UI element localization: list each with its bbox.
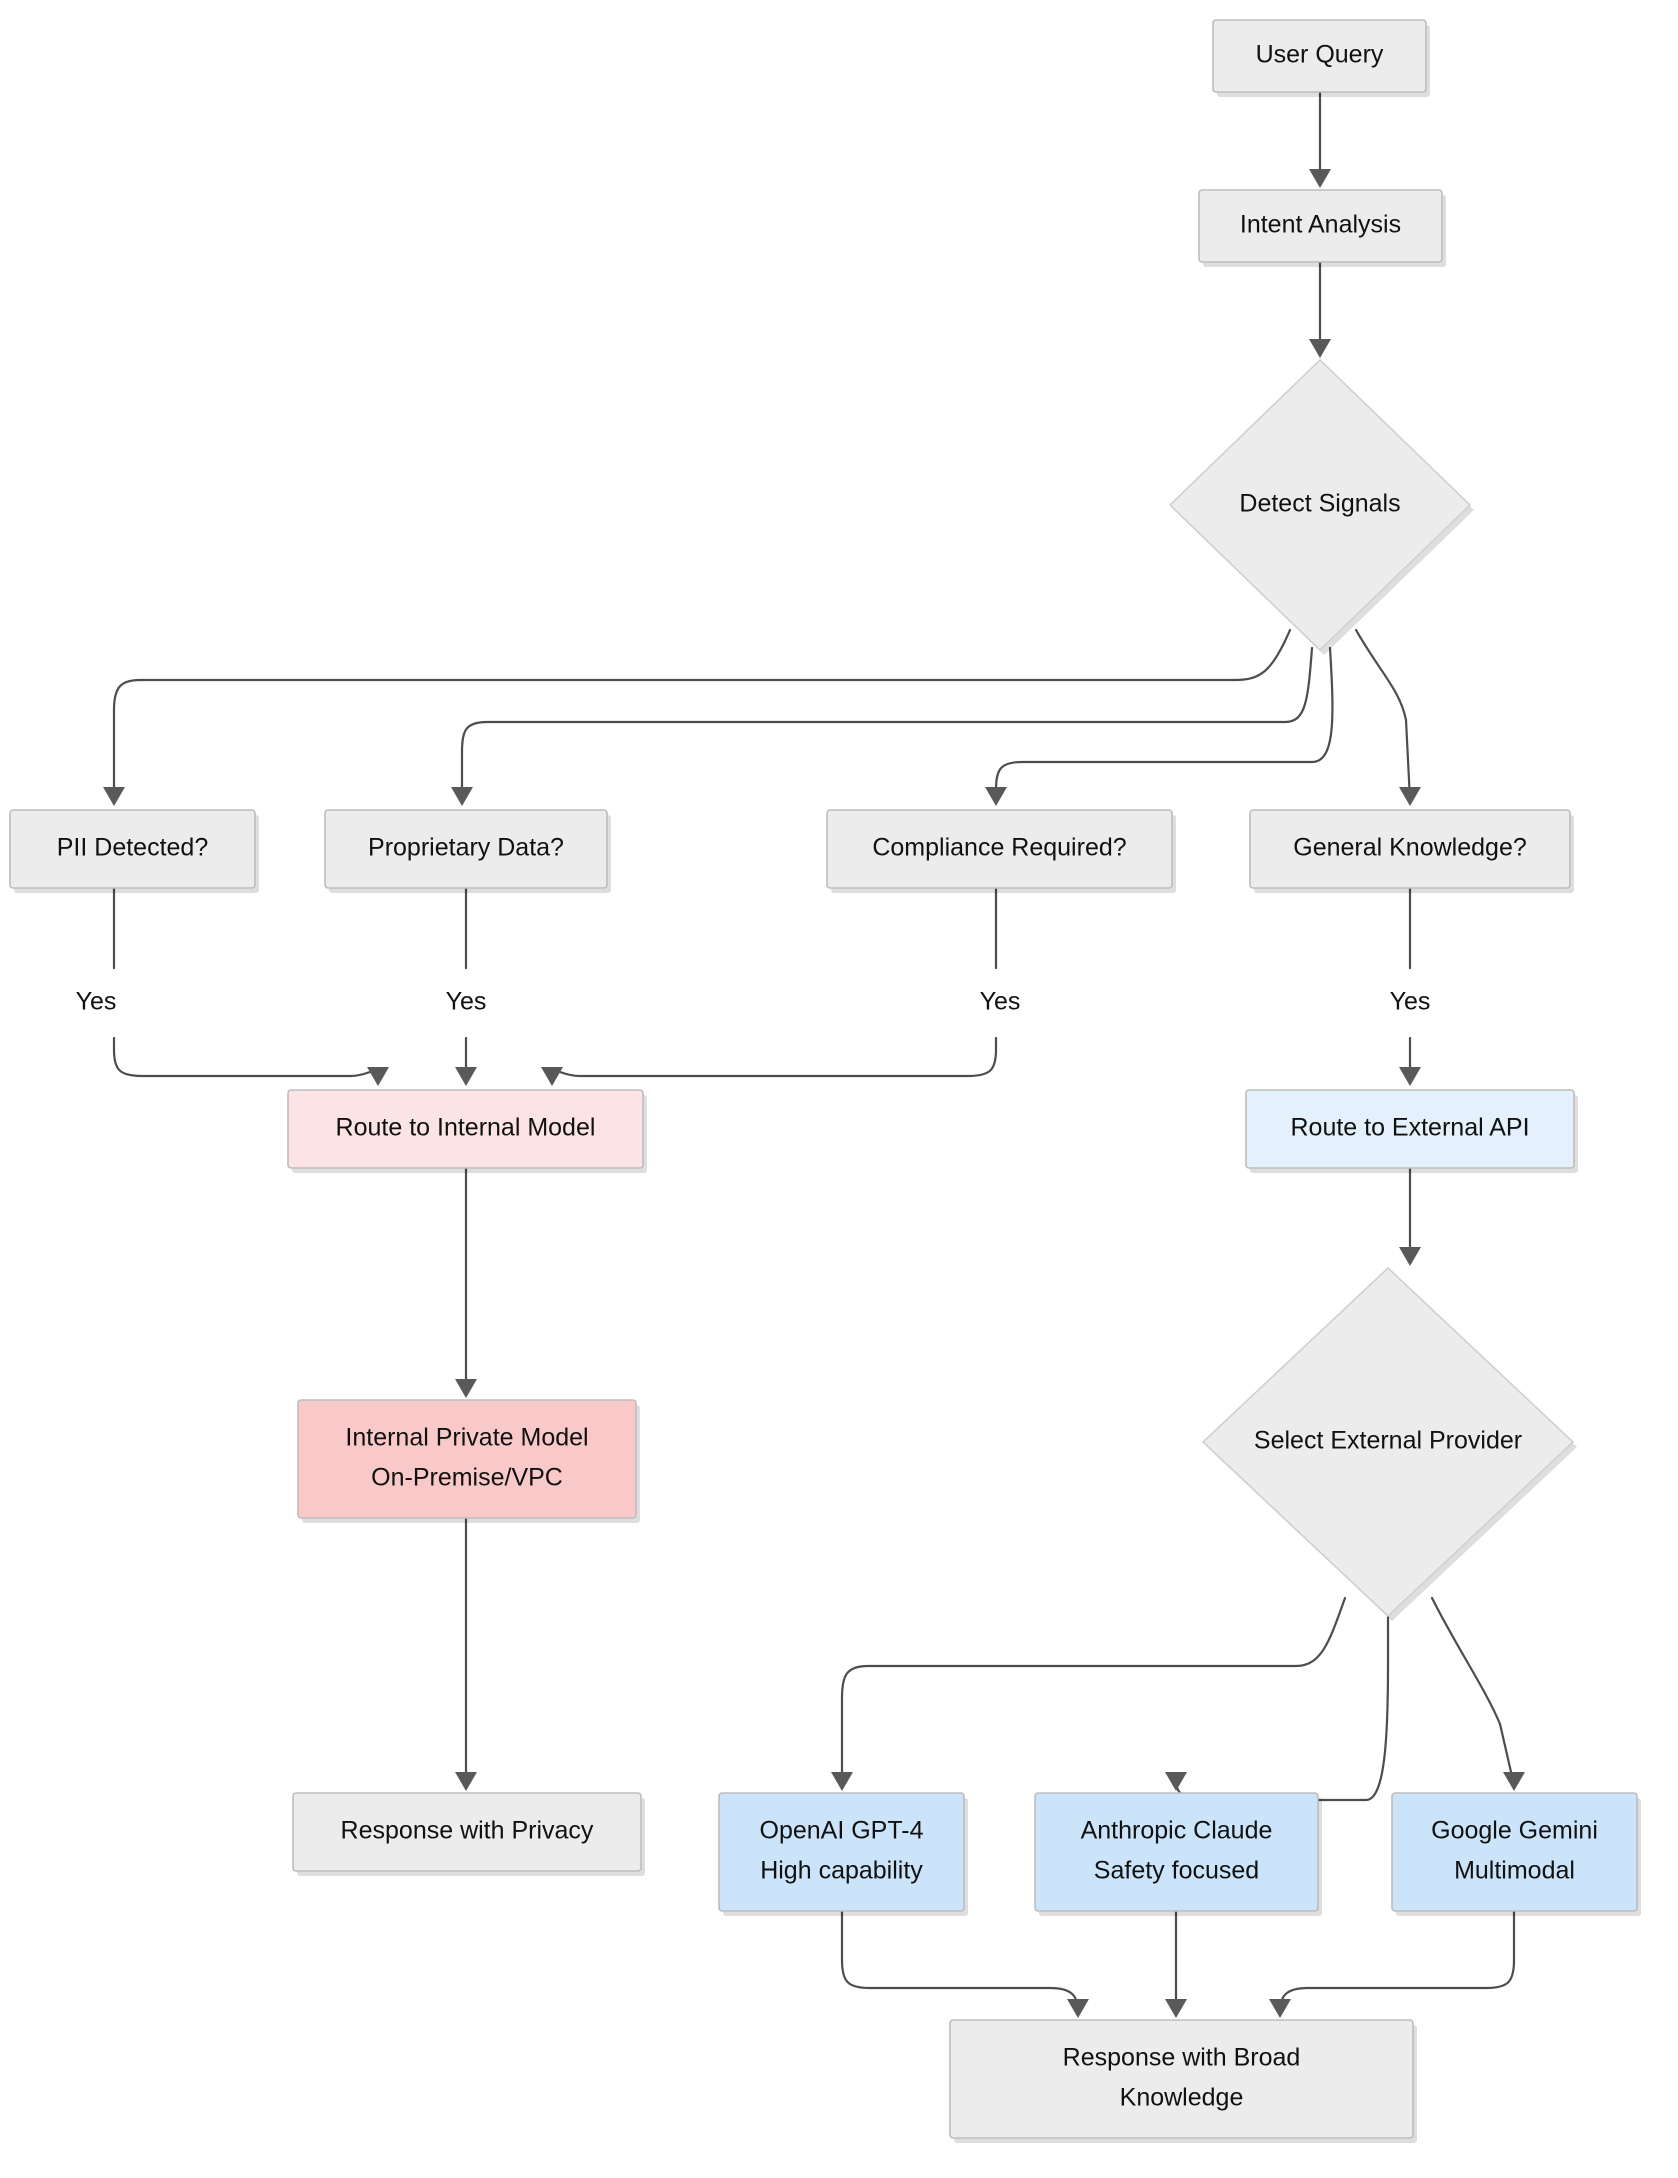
node-shape-diamond — [1201, 1266, 1575, 1618]
edge-arrowhead — [103, 787, 125, 806]
node-label: Anthropic Claude — [1081, 1817, 1273, 1845]
edge-arrowhead — [1269, 1999, 1291, 2018]
edge-arrowhead — [455, 1067, 477, 1086]
node-shape-rect — [292, 1792, 642, 1872]
flow-node-select_provider[interactable]: Select External Provider — [1201, 1266, 1577, 1621]
node-label: Proprietary Data? — [368, 834, 564, 862]
node-shape-rect — [1391, 1792, 1638, 1912]
node-shape-rect — [287, 1089, 644, 1169]
edge-label-lbl_pii: Yes — [76, 988, 117, 1016]
flow-node-route_internal[interactable]: Route to Internal Model — [287, 1089, 647, 1173]
node-label: Intent Analysis — [1240, 211, 1401, 239]
edge-path — [1174, 1614, 1390, 1802]
node-shape-rect — [1212, 19, 1427, 93]
edge-arrowhead — [541, 1067, 563, 1086]
node-shape-rect — [324, 809, 608, 889]
node-label: Internal Private Model — [345, 1424, 588, 1452]
node-label: Route to External API — [1290, 1114, 1529, 1142]
edge-arrowhead — [1165, 1772, 1187, 1791]
edge-arrowhead — [1309, 339, 1331, 358]
edge-path — [460, 646, 1314, 802]
flow-node-general_knowledge[interactable]: General Knowledge? — [1249, 809, 1574, 893]
node-label: User Query — [1256, 41, 1384, 69]
edge-arrowhead — [1399, 1067, 1421, 1086]
edge-path — [112, 886, 380, 1082]
node-label: High capability — [760, 1857, 923, 1885]
node-shape-diamond — [1168, 358, 1472, 652]
edge-label-lbl_compliance: Yes — [980, 988, 1021, 1016]
edge-arrowhead — [1067, 1999, 1089, 2018]
node-label: Response with Privacy — [341, 1817, 594, 1845]
node-label: Multimodal — [1454, 1857, 1575, 1885]
edge-path — [550, 886, 998, 1082]
flow-node-proprietary_data[interactable]: Proprietary Data? — [324, 809, 611, 893]
flow-node-user_query[interactable]: User Query — [1212, 19, 1430, 97]
edge-arrowhead — [985, 787, 1007, 806]
node-label: General Knowledge? — [1293, 834, 1527, 862]
edge-label-lbl_prop: Yes — [446, 988, 487, 1016]
edge-arrowhead — [451, 787, 473, 806]
edge-path — [994, 646, 1334, 802]
node-label: Knowledge — [1120, 2084, 1244, 2112]
edge-path — [840, 1596, 1347, 1787]
arrowheads-layer — [103, 169, 1525, 2018]
node-label: Safety focused — [1094, 1857, 1259, 1885]
node-shape-rect — [949, 2019, 1414, 2139]
node-label: OpenAI GPT-4 — [760, 1817, 924, 1845]
node-shape-rect — [718, 1792, 965, 1912]
node-label: On-Premise/VPC — [371, 1464, 563, 1492]
edge-arrowhead — [455, 1379, 477, 1398]
edge-path — [112, 628, 1292, 802]
flow-node-detect_signals[interactable]: Detect Signals — [1168, 358, 1474, 655]
flow-node-route_external[interactable]: Route to External API — [1245, 1089, 1578, 1173]
node-shape-rect — [1034, 1792, 1319, 1912]
edge-arrowhead — [455, 1772, 477, 1791]
edge-arrowhead — [1399, 1247, 1421, 1266]
edge-arrowhead — [1165, 1999, 1187, 2018]
node-label: Route to Internal Model — [336, 1114, 596, 1142]
edge-path — [1354, 628, 1412, 802]
flow-node-response_privacy[interactable]: Response with Privacy — [292, 1792, 645, 1876]
node-shape-rect — [1198, 189, 1443, 263]
edge-label-lbl_general: Yes — [1390, 988, 1431, 1016]
node-shape-rect — [9, 809, 256, 889]
flow-node-pii_detected[interactable]: PII Detected? — [9, 809, 259, 893]
node-label: Detect Signals — [1239, 490, 1400, 518]
flow-node-intent_analysis[interactable]: Intent Analysis — [1198, 189, 1446, 267]
node-label: Compliance Required? — [872, 834, 1126, 862]
edge-labels-layer: Yes Yes Yes Yes — [76, 988, 1431, 1016]
node-label: Select External Provider — [1254, 1427, 1522, 1455]
node-shape-rect — [1245, 1089, 1575, 1169]
node-label: Response with Broad — [1063, 2044, 1301, 2072]
node-shape-rect — [826, 809, 1173, 889]
edge-arrowhead — [1503, 1772, 1525, 1791]
edge-arrowhead — [367, 1067, 389, 1086]
edge-arrowhead — [1309, 169, 1331, 188]
flow-node-compliance_required[interactable]: Compliance Required? — [826, 809, 1176, 893]
edge-arrowhead — [1399, 787, 1421, 806]
node-shape-rect — [1249, 809, 1571, 889]
edge-path — [1430, 1596, 1516, 1787]
node-shape-rect — [297, 1399, 637, 1519]
edge-arrowhead — [831, 1772, 853, 1791]
node-label: Google Gemini — [1431, 1817, 1598, 1845]
node-label: PII Detected? — [57, 834, 208, 862]
edge-path — [840, 1909, 1080, 2014]
edge-path — [1278, 1909, 1516, 2014]
